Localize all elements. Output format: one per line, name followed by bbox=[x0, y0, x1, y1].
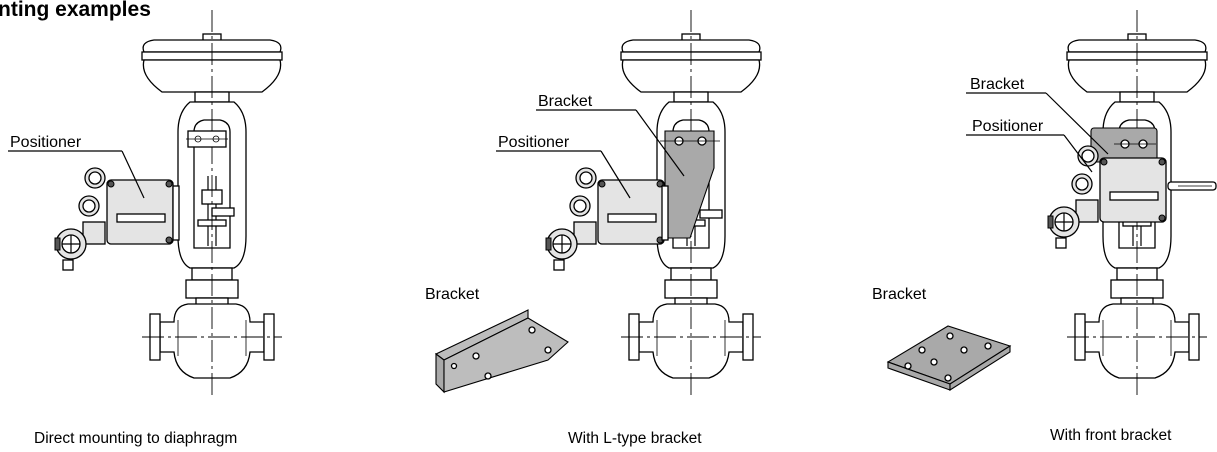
example-3-label-1: Positioner bbox=[972, 118, 1044, 135]
example-1-caption: Direct mounting to diaphragm bbox=[34, 430, 238, 447]
example-2-caption: With L-type bracket bbox=[568, 430, 702, 447]
example-1-drawing: Positioner bbox=[8, 9, 283, 397]
example-2-drawing: Bracket Positioner Bracket bbox=[425, 9, 762, 397]
example-3-label-0: Bracket bbox=[970, 76, 1025, 93]
example-2-label-1: Positioner bbox=[498, 134, 570, 151]
example-3-caption: With front bracket bbox=[1050, 427, 1172, 444]
example-2-label-0: Bracket bbox=[538, 93, 593, 110]
example-1-label-0: Positioner bbox=[10, 134, 82, 151]
section-heading: nting examples bbox=[0, 0, 151, 21]
example-3-drawing: Bracket Positioner Bracket bbox=[872, 9, 1217, 397]
example-2-label-2: Bracket bbox=[425, 286, 480, 303]
example-3-label-2: Bracket bbox=[872, 286, 927, 303]
